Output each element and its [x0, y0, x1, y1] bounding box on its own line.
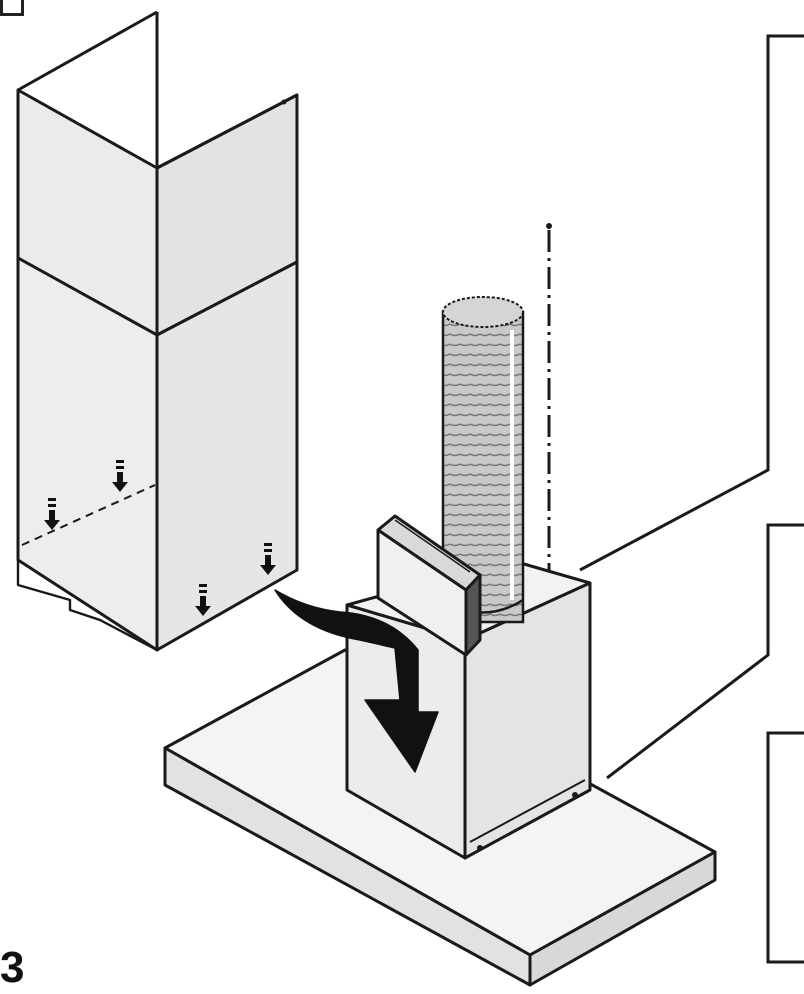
curved-arrow-icon: [274, 589, 439, 773]
housing-right-face: [463, 581, 592, 860]
down-arrow-icon: [112, 460, 128, 492]
dash-dot-axis: [546, 223, 552, 570]
chimney-screw-arrows: [44, 460, 276, 616]
step-indicator-box: [0, 0, 24, 16]
callout-bottom: [766, 731, 804, 964]
chimney-lower-right-face: [155, 260, 299, 652]
chimney-cover: [16, 10, 299, 652]
callout-middle: [606, 523, 804, 780]
down-arrow-icon: [195, 584, 211, 616]
step-number: 3: [0, 943, 25, 992]
detail-callouts: [579, 34, 804, 964]
callout-top: [579, 34, 804, 572]
down-arrow-icon: [260, 543, 276, 575]
down-arrow-icon: [44, 498, 60, 530]
canopy-side-face: [528, 850, 717, 987]
air-deflector: [376, 514, 482, 657]
